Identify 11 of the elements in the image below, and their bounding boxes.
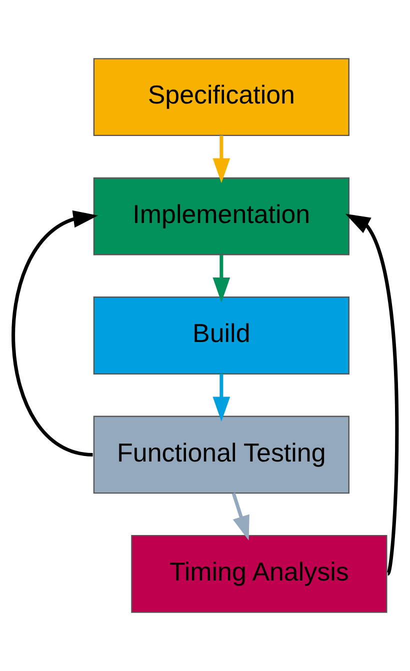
- node-box: Functional Testing: [93, 416, 350, 494]
- arrow: [12, 210, 98, 456]
- node-box: Specification: [93, 58, 350, 136]
- arrow: [212, 254, 230, 302]
- arrow: [345, 214, 399, 574]
- node-box: Timing Analysis: [131, 534, 388, 613]
- node-box: Build: [93, 296, 350, 374]
- arrow: [212, 374, 230, 422]
- arrow: [232, 492, 250, 540]
- arrow: [212, 136, 230, 184]
- node-box: Implementation: [93, 177, 350, 256]
